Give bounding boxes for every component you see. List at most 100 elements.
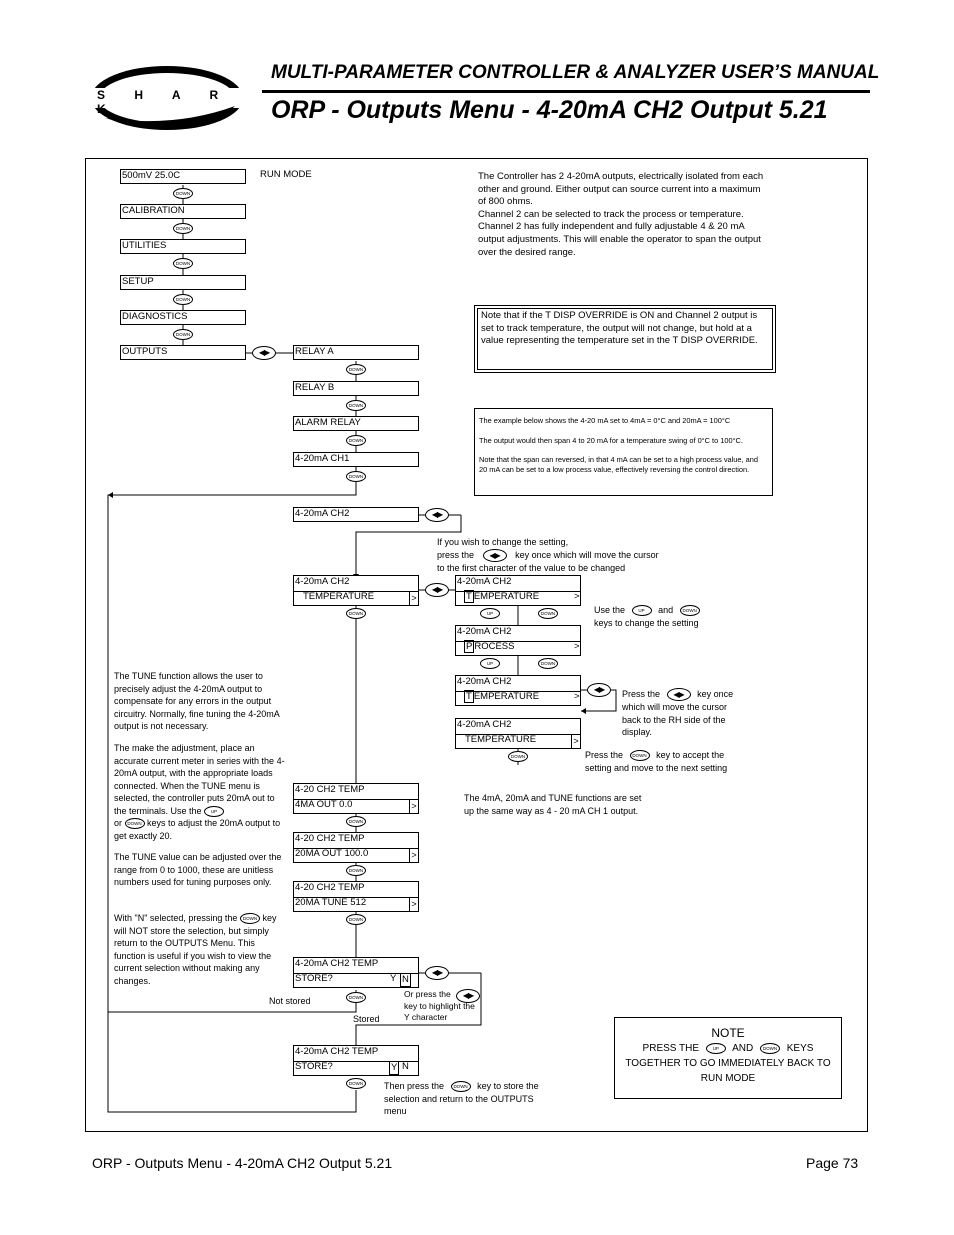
menu-diagnostics-label: DIAGNOSTICS bbox=[122, 311, 188, 322]
down-key-icon[interactable]: DOWN bbox=[346, 435, 366, 446]
down-key-icon[interactable]: DOWN bbox=[346, 471, 366, 482]
store-title: 4-20mA CH2 TEMP bbox=[295, 1046, 379, 1057]
down-key-icon[interactable]: DOWN bbox=[346, 400, 366, 411]
menu-relay-a[interactable]: RELAY A bbox=[293, 345, 419, 360]
down-key-icon[interactable]: DOWN bbox=[173, 223, 193, 234]
tune-text-3: The TUNE value can be adjusted over the … bbox=[114, 852, 282, 887]
down-key-icon[interactable]: DOWN bbox=[538, 658, 558, 669]
note-press-text: PRESS THE bbox=[642, 1043, 700, 1055]
menu-calibration[interactable]: CALIBRATION bbox=[120, 204, 246, 219]
caret-indicator: > bbox=[409, 848, 418, 862]
example-text-2: The output would then span 4 to 20 mA fo… bbox=[479, 436, 743, 445]
menu-outputs[interactable]: OUTPUTS bbox=[120, 345, 246, 360]
note-title: NOTE bbox=[711, 1026, 745, 1040]
left-right-arrow-key-icon[interactable]: ◀▶ bbox=[587, 683, 611, 697]
key-accept-text: key to accept the setting and move to th… bbox=[585, 750, 728, 773]
down-key-icon[interactable]: DOWN bbox=[346, 364, 366, 375]
left-right-arrow-key-icon: ◀▶ bbox=[666, 688, 691, 702]
ma20-tune-value: 20MA TUNE 512 bbox=[295, 897, 367, 908]
down-key-icon[interactable]: DOWN bbox=[346, 816, 366, 827]
down-key-icon: DOWN bbox=[679, 605, 700, 617]
store-n-option: N bbox=[400, 973, 411, 987]
store-question: STORE? bbox=[295, 1061, 333, 1072]
value-rest: EMPERATURE bbox=[473, 591, 540, 602]
ch2-title: 4-20mA CH2 bbox=[457, 626, 512, 637]
down-key-icon: DOWN bbox=[629, 750, 650, 762]
press-the-text: Press the bbox=[585, 750, 624, 760]
note-keys-text: KEYS bbox=[786, 1043, 814, 1055]
run-value: 500mV 25.0C bbox=[122, 170, 181, 181]
ma20-tune-display: 4-20 CH2 TEMP 20MA TUNE 512 > bbox=[293, 881, 419, 912]
down-key-icon[interactable]: DOWN bbox=[346, 1078, 366, 1089]
temperature-value: TEMPERATURE bbox=[465, 734, 537, 745]
ch2-title: 4-20mA CH2 bbox=[457, 676, 512, 687]
down-key-icon[interactable]: DOWN bbox=[538, 608, 558, 619]
down-key-icon[interactable]: DOWN bbox=[173, 329, 193, 340]
left-right-arrow-key-icon[interactable]: ◀▶ bbox=[425, 508, 449, 522]
run-mode-display: 500mV 25.0C bbox=[120, 169, 246, 184]
menu-relay-b[interactable]: RELAY B bbox=[293, 381, 419, 396]
store-y-display: 4-20mA CH2 TEMP STORE? Y N bbox=[293, 1045, 419, 1076]
menu-utilities[interactable]: UTILITIES bbox=[120, 239, 246, 254]
caret-indicator: > bbox=[574, 641, 580, 652]
down-key-icon[interactable]: DOWN bbox=[173, 294, 193, 305]
change-text-a: If you wish to change the setting, bbox=[437, 537, 569, 547]
n-selected-text: With "N" selected, pressing the DOWN key… bbox=[114, 912, 278, 987]
temp-title: 4-20 CH2 TEMP bbox=[295, 882, 365, 893]
ch2-selection-display: 4-20mA CH2 TEMPERATURE > bbox=[293, 575, 419, 606]
left-right-arrow-key-icon: ◀▶ bbox=[482, 548, 507, 562]
tune-text-1: The TUNE function allows the user to pre… bbox=[114, 671, 280, 731]
use-keys-text: Use the UP and DOWN keys to change the s… bbox=[594, 604, 724, 629]
up-key-icon[interactable]: UP bbox=[480, 608, 500, 619]
tune-text-2: The make the adjustment, place an accura… bbox=[114, 742, 288, 842]
menu-outputs-label: OUTPUTS bbox=[122, 346, 168, 357]
footer-page-number: Page 73 bbox=[806, 1155, 859, 1171]
up-key-icon: UP bbox=[705, 1043, 726, 1054]
down-key-icon[interactable]: DOWN bbox=[346, 608, 366, 619]
menu-alarm-relay[interactable]: ALARM RELAY bbox=[293, 416, 419, 431]
accept-setting-text: Press the DOWN key to accept the setting… bbox=[585, 749, 740, 774]
store-question: STORE? bbox=[295, 973, 333, 984]
shark-logo: S H A R K bbox=[85, 58, 255, 138]
tune-text-2b: or bbox=[114, 818, 123, 828]
value-rest: EMPERATURE bbox=[473, 691, 540, 702]
left-right-arrow-key-icon[interactable]: ◀▶ bbox=[425, 966, 449, 980]
caret-indicator: > bbox=[574, 691, 580, 702]
ch2-title: 4-20mA CH2 bbox=[295, 576, 350, 587]
n-selected-b: key will NOT store the selection, but si… bbox=[114, 913, 277, 986]
up-key-icon: UP bbox=[631, 605, 652, 617]
change-text-c: key once which will move the cursor bbox=[515, 549, 659, 560]
left-right-arrow-key-icon[interactable]: ◀▶ bbox=[252, 346, 276, 360]
note-and-text: AND bbox=[732, 1043, 754, 1055]
menu-ch2[interactable]: 4-20mA CH2 bbox=[293, 507, 419, 522]
up-key-icon[interactable]: UP bbox=[480, 658, 500, 669]
same-way-text: The 4mA, 20mA and TUNE functions are set… bbox=[464, 793, 642, 816]
store-y-option: Y bbox=[390, 973, 397, 984]
menu-ch1[interactable]: 4-20mA CH1 bbox=[293, 452, 419, 467]
down-key-icon[interactable]: DOWN bbox=[173, 188, 193, 199]
ma20-out-value: 20MA OUT 100.0 bbox=[295, 848, 369, 859]
down-key-icon: DOWN bbox=[239, 913, 260, 925]
store-n-option: N bbox=[402, 1061, 409, 1072]
menu-utilities-label: UTILITIES bbox=[122, 240, 167, 251]
highlight-y-body: key to highlight the Y character bbox=[404, 1000, 475, 1023]
ch2-temperature-value: TEMPERATURE bbox=[303, 591, 375, 602]
left-right-arrow-key-icon[interactable]: ◀▶ bbox=[456, 989, 480, 1003]
tune-text-2c: keys to adjust the 20mA output to get ex… bbox=[114, 818, 281, 841]
down-key-icon[interactable]: DOWN bbox=[173, 258, 193, 269]
down-key-icon[interactable]: DOWN bbox=[346, 914, 366, 925]
cursor-char: P bbox=[464, 640, 475, 653]
down-key-icon[interactable]: DOWN bbox=[508, 751, 528, 762]
menu-setup[interactable]: SETUP bbox=[120, 275, 246, 290]
highlight-y-text: Or press the key to highlight the Y char… bbox=[404, 989, 476, 1024]
down-key-icon: DOWN bbox=[759, 1043, 780, 1054]
run-mode-label: RUN MODE bbox=[260, 169, 312, 180]
down-key-icon[interactable]: DOWN bbox=[346, 865, 366, 876]
content-frame bbox=[85, 158, 868, 1132]
temp-title: 4-20 CH2 TEMP bbox=[295, 833, 365, 844]
menu-diagnostics[interactable]: DIAGNOSTICS bbox=[120, 310, 246, 325]
left-right-arrow-key-icon[interactable]: ◀▶ bbox=[425, 583, 449, 597]
down-key-icon[interactable]: DOWN bbox=[346, 992, 366, 1003]
